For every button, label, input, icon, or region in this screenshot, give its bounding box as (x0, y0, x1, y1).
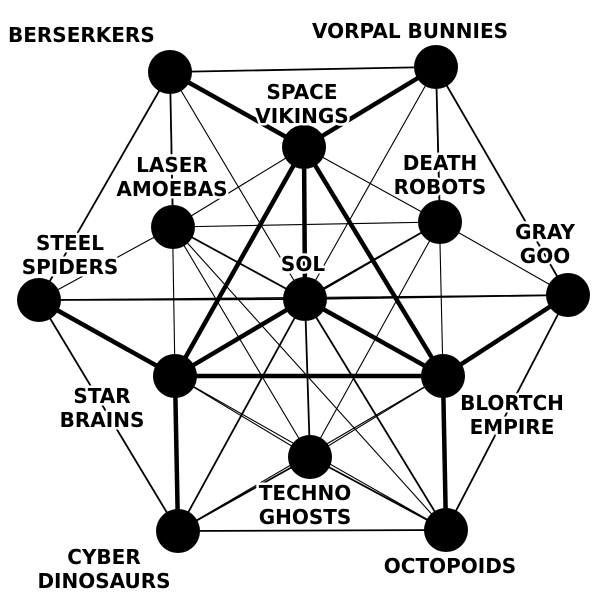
node-techno-ghosts (288, 435, 332, 479)
edge-sol-to-space-vikings (301, 144, 308, 302)
label-line: STAR (73, 384, 130, 408)
label-line: LASER (136, 153, 208, 177)
label-line: DEATH (403, 151, 478, 175)
label-line: CYBER (67, 545, 140, 569)
label-line: BRAINS (60, 408, 145, 432)
edge-sol-to-gray-goo (304, 294, 569, 300)
edge-vorpal-bunnies-to-death-robots (435, 66, 441, 223)
edge-blortch-empire-to-gray-goo (440, 292, 571, 379)
label-line: VORPAL BUNNIES (312, 19, 508, 43)
edge-sol-to-octopoids (304, 298, 447, 531)
edge-cyber-dinosaurs-to-octopoids (177, 529, 447, 532)
label-line: GHOSTS (259, 505, 352, 529)
edge-layer (36, 64, 571, 534)
edge-steel-spiders-to-cyber-dinosaurs (38, 299, 179, 532)
edge-sol-to-star-brains (172, 296, 308, 379)
edge-star-brains-to-techno-ghosts (174, 375, 311, 458)
node-cyber-dinosaurs (156, 509, 200, 553)
edge-berserkers-to-vorpal-bunnies (169, 66, 437, 73)
edge-laser-amoebas-to-steel-spiders (38, 226, 174, 301)
node-gray-goo (546, 273, 590, 317)
edge-space-vikings-to-vorpal-bunnies (301, 64, 439, 150)
edge-berserkers-to-laser-amoebas (169, 71, 174, 228)
edge-space-vikings-to-death-robots (303, 146, 441, 223)
node-space-vikings (282, 125, 326, 169)
label-line: SPACE (266, 80, 337, 104)
node-octopoids (424, 508, 468, 552)
label-line: EMPIRE (470, 415, 555, 439)
label-line: GOO (520, 244, 570, 268)
node-layer (17, 45, 590, 553)
edge-space-vikings-to-berserkers (167, 69, 307, 150)
label-line: STEEL (36, 231, 104, 255)
edge-laser-amoebas-to-octopoids (172, 226, 447, 531)
label-line: OCTOPOIDS (384, 554, 516, 578)
label-line: AMOEBAS (116, 177, 227, 201)
edge-gray-goo-to-octopoids (445, 294, 569, 531)
edge-vorpal-bunnies-to-gray-goo (435, 66, 569, 296)
node-vorpal-bunnies (414, 45, 458, 89)
label-line: BLORTCH (460, 391, 564, 415)
node-death-robots (418, 200, 462, 244)
label-berserkers: BERSERKERS (8, 23, 155, 47)
label-line: SPIDERS (22, 255, 119, 279)
edge-sol-to-blortch-empire (302, 296, 446, 379)
edge-cyber-dinosaurs-to-techno-ghosts (177, 456, 311, 532)
label-line: BERSERKERS (8, 23, 155, 47)
edge-sol-to-vorpal-bunnies (304, 66, 437, 300)
edge-berserkers-to-steel-spiders (38, 71, 171, 301)
label-line: SOL (281, 252, 325, 276)
edge-sol-to-steel-spiders (38, 298, 306, 301)
edge-laser-amoebas-to-techno-ghosts (172, 226, 311, 458)
label-line: TECHNO (259, 481, 351, 505)
node-steel-spiders (17, 278, 61, 322)
node-sol (283, 277, 327, 321)
edge-space-vikings-to-star-brains (172, 144, 307, 379)
label-octopoids: OCTOPOIDS (384, 554, 516, 578)
label-line: ROBOTS (394, 175, 487, 199)
edge-space-vikings-to-laser-amoebas (172, 146, 305, 228)
edge-blortch-empire-to-octopoids (440, 373, 449, 533)
edge-space-vikings-to-blortch-empire (301, 144, 446, 379)
edge-star-brains-to-steel-spiders (36, 297, 178, 379)
label-line: GRAY (515, 220, 575, 244)
edge-octopoids-to-techno-ghosts (309, 456, 447, 531)
label-line: DINOSAURS (37, 569, 170, 593)
label-sol: SOL (281, 252, 325, 276)
edge-sol-to-cyber-dinosaurs (177, 298, 306, 532)
node-star-brains (153, 354, 197, 398)
node-blortch-empire (421, 354, 465, 398)
edge-star-brains-to-cyber-dinosaurs (172, 373, 181, 534)
label-vorpal-bunnies: VORPAL BUNNIES (312, 19, 508, 43)
label-line: VIKINGS (255, 104, 348, 128)
edge-death-robots-to-gray-goo (439, 221, 569, 296)
edge-sol-to-berserkers (169, 71, 306, 300)
node-laser-amoebas (151, 205, 195, 249)
node-berserkers (148, 50, 192, 94)
